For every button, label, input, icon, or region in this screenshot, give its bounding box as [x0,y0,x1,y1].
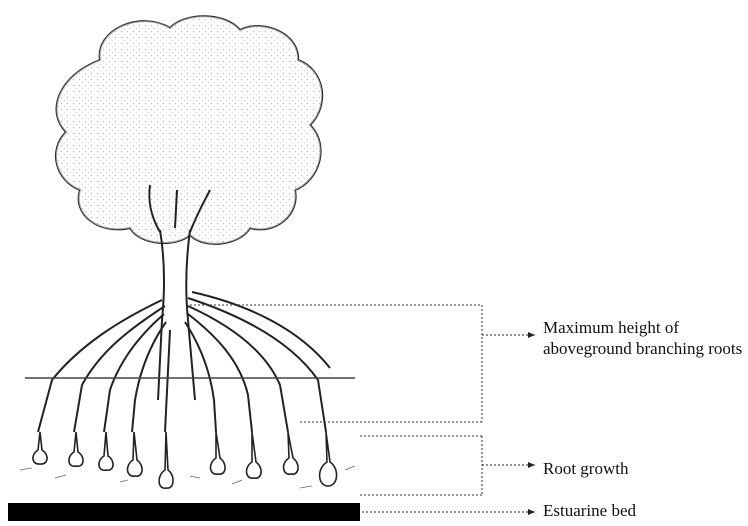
root-nodules [33,432,337,488]
tree-crown [56,16,322,244]
label-root-growth: Root growth [543,458,743,479]
branching-roots [38,292,330,432]
growth-bracket [360,436,482,495]
height-bracket [186,305,482,422]
label-max-aboveground-height: Maximum height of aboveground branching … [543,317,743,359]
label-estuarine-bed: Estuarine bed [543,500,743,521]
soil-texture [20,466,355,488]
estuarine-bed-bar [8,503,360,521]
